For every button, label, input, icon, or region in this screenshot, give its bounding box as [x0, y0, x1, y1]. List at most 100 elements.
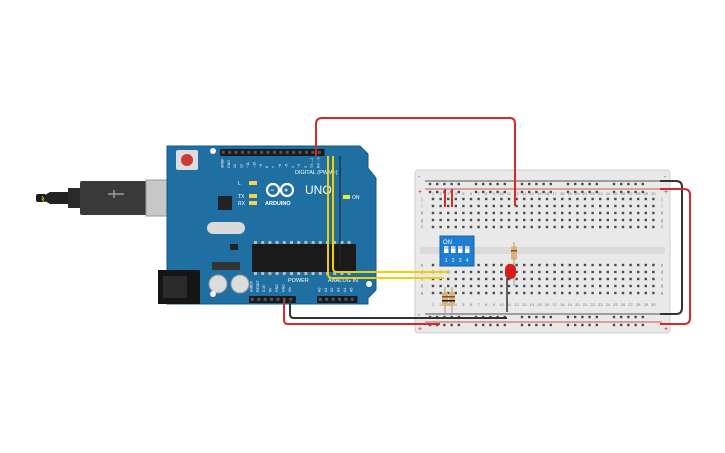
breadboard-hole[interactable] [614, 270, 617, 274]
rail-hole[interactable] [520, 323, 524, 327]
rail-hole[interactable] [474, 182, 478, 186]
breadboard-hole[interactable] [447, 225, 450, 229]
rail-hole[interactable] [588, 315, 591, 319]
rail-hole[interactable] [581, 190, 584, 194]
rail-hole[interactable] [549, 190, 552, 194]
breadboard-hole[interactable] [583, 270, 587, 274]
breadboard-hole[interactable] [637, 270, 640, 274]
rail-hole[interactable] [549, 182, 552, 186]
rail-hole[interactable] [535, 315, 538, 319]
breadboard-hole[interactable] [576, 225, 579, 229]
dip-lever[interactable] [465, 246, 470, 253]
power-pin-socket[interactable] [282, 297, 286, 301]
breadboard-hole[interactable] [568, 197, 571, 201]
breadboard-hole[interactable] [462, 291, 465, 295]
rail-hole[interactable] [503, 190, 506, 194]
wire-red-digital-to-led[interactable] [315, 117, 516, 206]
rail-hole[interactable] [474, 190, 478, 194]
breadboard-hole[interactable] [538, 291, 541, 295]
breadboard-hole[interactable] [545, 204, 549, 208]
breadboard-hole[interactable] [576, 218, 579, 222]
breadboard-hole[interactable] [568, 277, 571, 281]
breadboard-hole[interactable] [485, 225, 488, 229]
breadboard-hole[interactable] [515, 270, 518, 274]
rail-hole[interactable] [520, 315, 524, 319]
breadboard-hole[interactable] [553, 197, 556, 201]
breadboard-hole[interactable] [599, 270, 602, 274]
breadboard-hole[interactable] [568, 291, 571, 295]
breadboard-hole[interactable] [591, 225, 594, 229]
breadboard-hole[interactable] [637, 204, 640, 208]
rail-hole[interactable] [450, 182, 453, 186]
breadboard-hole[interactable] [606, 291, 609, 295]
rail-hole[interactable] [482, 182, 485, 186]
breadboard-hole[interactable] [568, 211, 571, 215]
breadboard-hole[interactable] [469, 225, 473, 229]
breadboard-hole[interactable] [492, 270, 495, 274]
breadboard-hole[interactable] [644, 204, 647, 208]
breadboard-hole[interactable] [477, 225, 480, 229]
breadboard-hole[interactable] [507, 211, 511, 215]
breadboard-hole[interactable] [652, 263, 655, 267]
breadboard-hole[interactable] [500, 225, 503, 229]
breadboard-hole[interactable] [500, 270, 503, 274]
rail-hole[interactable] [612, 323, 616, 327]
breadboard-hole[interactable] [637, 263, 640, 267]
breadboard-hole[interactable] [644, 225, 647, 229]
rail-hole[interactable] [627, 323, 630, 327]
breadboard-hole[interactable] [599, 225, 602, 229]
breadboard-hole[interactable] [561, 291, 564, 295]
breadboard-hole[interactable] [492, 204, 495, 208]
breadboard-hole[interactable] [553, 291, 556, 295]
breadboard-hole[interactable] [538, 218, 541, 222]
digital-pin-socket[interactable] [285, 150, 289, 154]
breadboard-hole[interactable] [652, 270, 655, 274]
breadboard-hole[interactable] [591, 277, 594, 281]
breadboard-hole[interactable] [583, 277, 587, 281]
breadboard-hole[interactable] [553, 211, 556, 215]
breadboard-hole[interactable] [621, 211, 625, 215]
breadboard-hole[interactable] [492, 291, 495, 295]
breadboard-hole[interactable] [606, 211, 609, 215]
rail-hole[interactable] [549, 323, 552, 327]
breadboard-hole[interactable] [454, 218, 457, 222]
breadboard-hole[interactable] [606, 284, 609, 288]
breadboard-hole[interactable] [469, 284, 473, 288]
rail-hole[interactable] [457, 323, 460, 327]
breadboard-hole[interactable] [454, 270, 457, 274]
breadboard-hole[interactable] [568, 284, 571, 288]
breadboard-hole[interactable] [485, 263, 488, 267]
rail-hole[interactable] [528, 323, 531, 327]
breadboard-hole[interactable] [606, 218, 609, 222]
rail-hole[interactable] [581, 182, 584, 186]
breadboard-hole[interactable] [485, 270, 488, 274]
breadboard-hole[interactable] [492, 225, 495, 229]
breadboard-hole[interactable] [629, 270, 632, 274]
breadboard-hole[interactable] [614, 291, 617, 295]
breadboard-hole[interactable] [614, 284, 617, 288]
rail-hole[interactable] [528, 182, 531, 186]
breadboard-hole[interactable] [454, 204, 457, 208]
breadboard-hole[interactable] [523, 291, 526, 295]
breadboard-hole[interactable] [652, 277, 655, 281]
breadboard-hole[interactable] [431, 225, 435, 229]
rail-hole[interactable] [566, 190, 570, 194]
rail-hole[interactable] [503, 182, 506, 186]
breadboard-hole[interactable] [507, 225, 511, 229]
breadboard-hole[interactable] [652, 197, 655, 201]
breadboard-hole[interactable] [644, 197, 647, 201]
breadboard-hole[interactable] [454, 197, 457, 201]
rail-hole[interactable] [535, 182, 538, 186]
analog-pin-socket[interactable] [318, 297, 322, 301]
breadboard-hole[interactable] [553, 277, 556, 281]
power-pin-socket[interactable] [289, 297, 293, 301]
breadboard-hole[interactable] [462, 270, 465, 274]
digital-pin-socket[interactable] [260, 150, 264, 154]
rail-hole[interactable] [641, 182, 644, 186]
rail-hole[interactable] [566, 182, 570, 186]
breadboard-hole[interactable] [507, 204, 511, 208]
rail-hole[interactable] [428, 190, 432, 194]
breadboard-hole[interactable] [591, 263, 594, 267]
rail-hole[interactable] [581, 323, 584, 327]
